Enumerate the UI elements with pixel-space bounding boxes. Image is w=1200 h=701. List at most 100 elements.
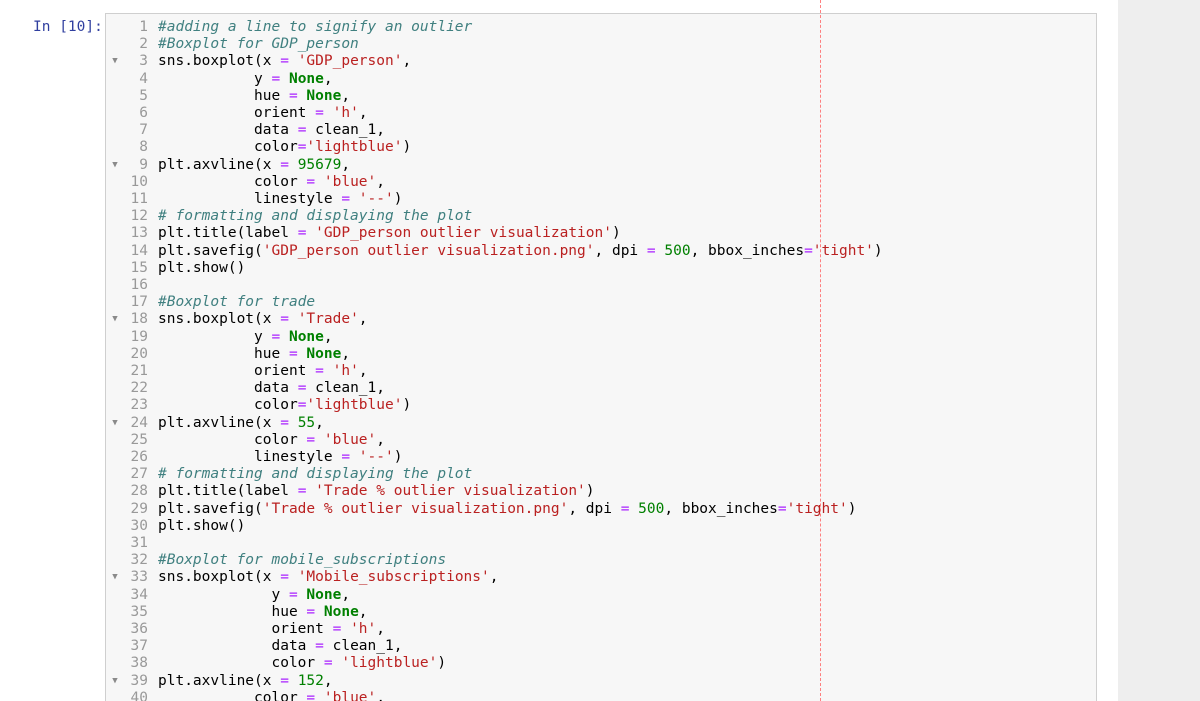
code-text: orient = 'h', [158, 621, 385, 638]
code-text: color='lightblue') [158, 397, 411, 414]
code-token: , [323, 70, 333, 87]
code-token [306, 225, 315, 241]
code-token: data [158, 638, 316, 655]
line-number: 24 [130, 414, 148, 431]
code-token [315, 604, 324, 620]
code-token: plt.title(label [158, 225, 298, 242]
code-token [289, 569, 298, 585]
code-token: = [280, 414, 289, 431]
code-token: , bbox_inches [690, 242, 805, 259]
code-text: color='lightblue') [158, 139, 411, 156]
code-token: = [271, 70, 281, 87]
code-token: , [358, 105, 368, 121]
code-token: = [297, 397, 307, 414]
scroll-gutter[interactable] [1118, 0, 1200, 701]
code-text: #Boxplot for GDP_person [158, 36, 359, 53]
code-line: 30 plt.show() [0, 518, 1000, 535]
code-token: data [158, 380, 298, 397]
code-line: 27# formatting and displaying the plot [0, 466, 1000, 483]
code-token: plt.axvline(x [158, 672, 281, 689]
fold-arrow-icon[interactable]: ▼ [112, 675, 118, 686]
ruler-guide-line [820, 0, 821, 701]
code-token: 'h' [332, 363, 359, 379]
code-token: None [306, 586, 342, 603]
code-token: 500 [664, 242, 691, 259]
code-token: 55 [297, 414, 316, 431]
code-token: color [158, 655, 324, 672]
code-text: hue = None, [158, 88, 350, 105]
code-token: , [323, 328, 333, 345]
code-text: plt.show() [158, 518, 245, 535]
code-line: 10 color = 'blue', [0, 174, 1000, 191]
code-token: 500 [638, 500, 665, 517]
fold-arrow-icon[interactable]: ▼ [112, 314, 118, 325]
line-number: 14 [130, 242, 148, 259]
code-text: color = 'lightblue') [158, 655, 446, 672]
code-token: color [158, 173, 307, 190]
code-token [280, 71, 289, 87]
fold-arrow-icon[interactable]: ▼ [112, 159, 118, 170]
code-token: 'GDP_person outlier visualization' [315, 225, 612, 242]
line-number: 16 [130, 277, 148, 293]
fold-arrow-icon[interactable]: ▼ [112, 417, 118, 428]
code-token: plt.axvline(x [158, 414, 281, 431]
code-token [306, 483, 315, 499]
code-token: = [297, 483, 307, 500]
code-token: hue [158, 603, 307, 620]
code-token: orient [158, 621, 333, 637]
code-token: , [402, 53, 412, 70]
code-text: #adding a line to signify an outlier [158, 19, 472, 36]
code-token: #adding a line to signify an outlier [158, 19, 473, 35]
code-token [289, 415, 298, 431]
code-token: = [280, 311, 289, 328]
code-token [315, 174, 324, 190]
code-token: None [288, 328, 324, 345]
line-number: 9 [139, 156, 148, 173]
code-token: = [306, 173, 316, 190]
code-token: = [306, 603, 316, 620]
line-number: 17 [130, 294, 148, 311]
code-token: = [297, 380, 307, 397]
code-line: 38 color = 'lightblue') [0, 655, 1000, 672]
code-token: ) [393, 191, 403, 207]
code-token: data [158, 122, 298, 139]
line-number: 28 [130, 483, 148, 500]
line-number: 3 [139, 53, 148, 70]
code-token: = [297, 225, 307, 242]
code-token: , [376, 431, 385, 448]
line-number: 26 [130, 449, 148, 465]
code-token: '--' [358, 449, 394, 465]
code-token [350, 191, 359, 207]
code-line: 31 [0, 535, 1000, 552]
code-text: data = clean_1, [158, 638, 402, 655]
line-number: 35 [130, 603, 148, 620]
code-token [629, 501, 638, 517]
code-token [315, 432, 324, 448]
fold-arrow-icon[interactable]: ▼ [112, 572, 118, 583]
line-number: 30 [130, 517, 148, 534]
code-token: 'lightblue' [306, 139, 403, 156]
code-token: #Boxplot for mobile_subscriptions [158, 552, 447, 569]
code-line: 32#Boxplot for mobile_subscriptions [0, 552, 1000, 569]
code-token: plt.title(label [158, 483, 298, 500]
code-token: y [158, 328, 272, 345]
code-text: y = None, [158, 329, 333, 346]
code-editor[interactable] [105, 13, 1097, 701]
code-token: , [489, 569, 499, 586]
code-token: , [358, 311, 368, 328]
code-token: # formatting and displaying the plot [158, 208, 473, 225]
line-number: 22 [130, 380, 148, 397]
cell-prompt: In [10]: [33, 19, 103, 35]
code-token: = [288, 345, 298, 362]
code-token [315, 690, 324, 701]
code-token: = [280, 156, 289, 173]
code-token: = [306, 689, 316, 701]
line-number: 37 [130, 638, 148, 655]
code-token: None [323, 603, 359, 620]
fold-arrow-icon[interactable]: ▼ [112, 56, 118, 67]
line-number: 15 [130, 259, 148, 276]
